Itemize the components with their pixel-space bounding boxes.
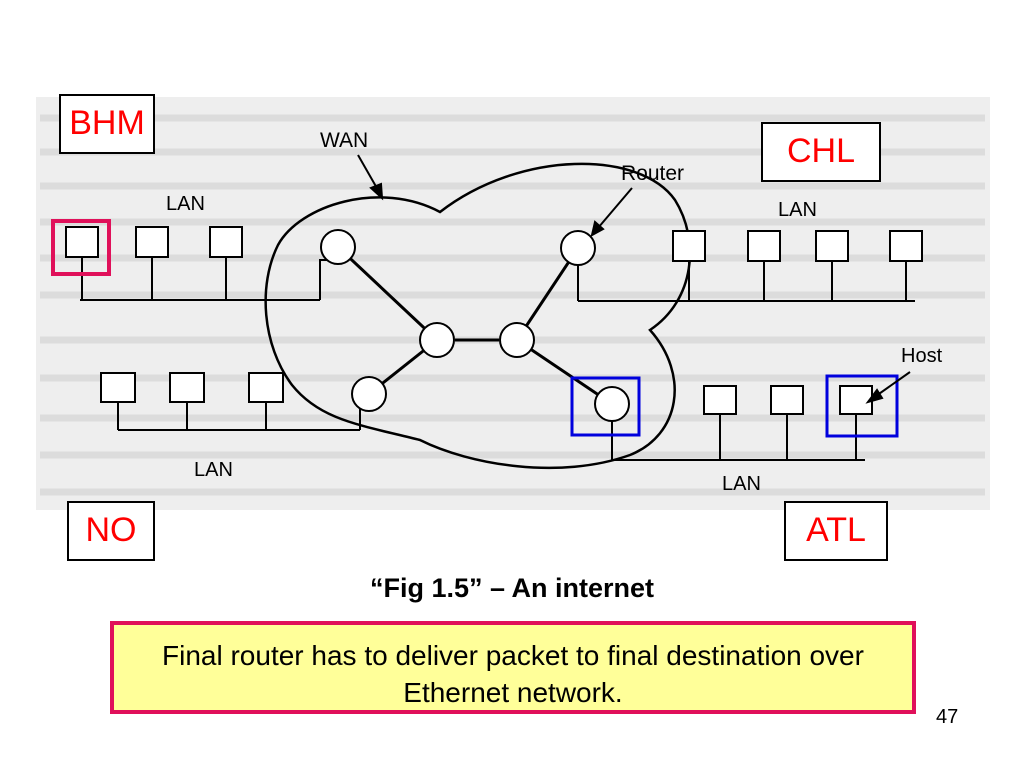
router[interactable] bbox=[320, 229, 356, 265]
host[interactable] bbox=[672, 230, 706, 262]
host[interactable] bbox=[747, 230, 781, 262]
lan-top-right bbox=[577, 261, 915, 302]
city-label-no: NO bbox=[67, 501, 155, 561]
host-atl[interactable] bbox=[839, 385, 873, 415]
source-host-highlight bbox=[51, 219, 111, 276]
lan-label-top-right: LAN bbox=[778, 199, 817, 221]
city-label-atl: ATL bbox=[784, 501, 888, 561]
host[interactable] bbox=[169, 372, 205, 403]
page-number: 47 bbox=[936, 706, 959, 728]
lan-label-top-left: LAN bbox=[166, 193, 205, 215]
host[interactable] bbox=[815, 230, 849, 262]
city-label-bhm: BHM bbox=[59, 94, 155, 154]
host[interactable] bbox=[703, 385, 737, 415]
note-text: Final router has to deliver packet to fi… bbox=[162, 640, 864, 708]
host[interactable] bbox=[770, 385, 804, 415]
router[interactable] bbox=[351, 376, 387, 412]
lan-bottom-left bbox=[117, 402, 361, 431]
host[interactable] bbox=[100, 372, 136, 403]
host[interactable] bbox=[889, 230, 923, 262]
host[interactable] bbox=[135, 226, 169, 258]
final-router-highlight bbox=[570, 376, 641, 437]
callout-arrows bbox=[357, 154, 911, 404]
host[interactable] bbox=[248, 372, 284, 403]
lan-label-bottom-right: LAN bbox=[722, 473, 761, 495]
city-label-chl: CHL bbox=[761, 122, 881, 182]
lan-bottom-right bbox=[611, 414, 865, 461]
wan-cloud bbox=[264, 162, 692, 470]
host[interactable] bbox=[209, 226, 243, 258]
host-bhm[interactable] bbox=[65, 226, 99, 258]
host-label: Host bbox=[901, 345, 943, 367]
router-label: Router bbox=[621, 162, 684, 185]
figure-caption: “Fig 1.5” – An internet bbox=[369, 573, 655, 603]
lan-label-bottom-left: LAN bbox=[194, 459, 233, 481]
wan-label: WAN bbox=[320, 129, 368, 152]
router[interactable] bbox=[499, 322, 535, 358]
final-router[interactable] bbox=[594, 386, 630, 422]
note-box: Final router has to deliver packet to fi… bbox=[110, 621, 916, 714]
router[interactable] bbox=[560, 230, 596, 266]
destination-host-highlight bbox=[825, 374, 899, 438]
router[interactable] bbox=[419, 322, 455, 358]
